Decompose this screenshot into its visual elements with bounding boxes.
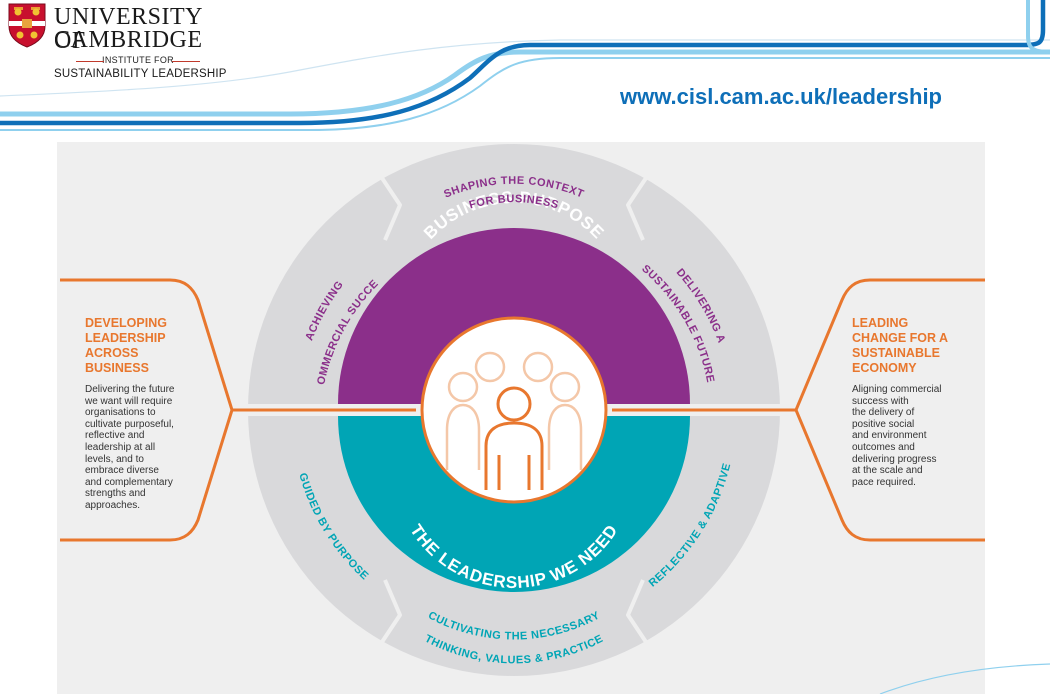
right-body-line: positive social bbox=[852, 418, 915, 430]
left-title-line: ACROSS bbox=[85, 346, 139, 360]
corner-swoosh bbox=[879, 663, 1050, 694]
left-body-line: cultivate purposeful, bbox=[85, 418, 174, 430]
center-circle bbox=[420, 316, 608, 504]
left-body-line: leadership at all bbox=[85, 441, 156, 453]
right-bracket bbox=[794, 278, 985, 542]
right-panel-title: LEADING CHANGE FOR A SUSTAINABLE ECONOMY bbox=[852, 316, 962, 376]
left-body-line: levels, and to bbox=[85, 453, 144, 465]
left-body-line: organisations to bbox=[85, 407, 156, 419]
left-panel-title: DEVELOPING LEADERSHIP ACROSS BUSINESS bbox=[85, 316, 201, 376]
left-title-line: DEVELOPING bbox=[85, 316, 167, 330]
left-body-line: approaches. bbox=[85, 499, 141, 511]
left-body-line: Delivering the future bbox=[85, 384, 175, 395]
right-body-line: at the scale and bbox=[852, 465, 923, 477]
right-panel-body: Aligning commercial success with the del… bbox=[852, 384, 962, 488]
right-body-line: the delivery of bbox=[852, 407, 915, 419]
right-title-line: LEADING bbox=[852, 316, 909, 330]
right-body-line: success with bbox=[852, 395, 909, 407]
left-body-line: and complementary bbox=[85, 476, 173, 488]
left-panel: DEVELOPING LEADERSHIP ACROSS BUSINESS De… bbox=[85, 316, 201, 512]
left-title-line: BUSINESS bbox=[85, 361, 149, 375]
left-title-line: LEADERSHIP bbox=[85, 331, 166, 345]
leadership-half bbox=[338, 416, 690, 592]
right-body-line: Aligning commercial bbox=[852, 384, 942, 395]
left-body-line: strengths and bbox=[85, 488, 146, 500]
right-body-line: pace required. bbox=[852, 476, 916, 488]
left-body-line: reflective and bbox=[85, 430, 145, 442]
people-group-icon bbox=[445, 351, 583, 470]
institute-for-label: INSTITUTE FOR bbox=[54, 55, 222, 65]
left-body-line: embrace diverse bbox=[85, 465, 159, 477]
website-url: www.cisl.cam.ac.uk/leadership bbox=[620, 84, 942, 109]
business-purpose-half bbox=[338, 228, 690, 404]
left-bracket bbox=[60, 278, 234, 542]
cambridge-crest-icon bbox=[8, 3, 46, 48]
right-title-line: CHANGE FOR A bbox=[852, 331, 949, 345]
ring-segment-dividers bbox=[380, 176, 648, 644]
university-line-2: CAMBRIDGE bbox=[54, 27, 203, 53]
left-panel-body: Delivering the future we want will requi… bbox=[85, 384, 201, 512]
right-body-line: and environment bbox=[852, 430, 927, 442]
institute-name: SUSTAINABILITY LEADERSHIP bbox=[54, 68, 227, 80]
header-swoosh-lines bbox=[0, 0, 1050, 131]
cambridge-logo: UNIVERSITY OF CAMBRIDGE INSTITUTE FOR SU… bbox=[7, 2, 227, 82]
university-line-1: UNIVERSITY OF bbox=[54, 4, 203, 54]
right-title-line: SUSTAINABLE bbox=[852, 346, 940, 360]
right-panel: LEADING CHANGE FOR A SUSTAINABLE ECONOMY… bbox=[852, 316, 962, 488]
right-body-line: delivering progress bbox=[852, 453, 937, 465]
lead-person-icon bbox=[484, 386, 544, 490]
right-title-line: ECONOMY bbox=[852, 361, 917, 375]
left-body-line: we want will require bbox=[85, 395, 173, 407]
right-body-line: outcomes and bbox=[852, 441, 915, 453]
